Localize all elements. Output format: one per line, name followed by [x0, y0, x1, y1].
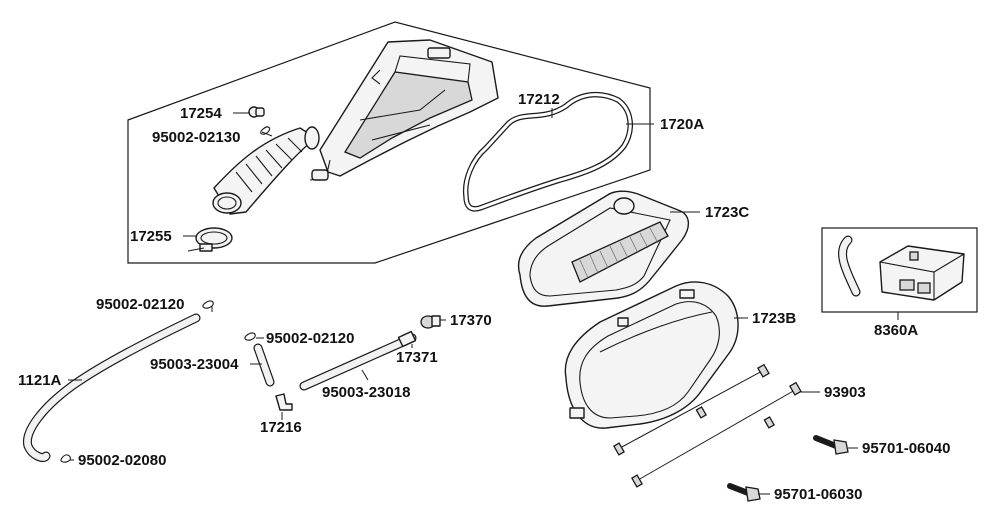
bolt-95701-06040	[813, 435, 849, 455]
joint-17371	[397, 330, 417, 348]
air-filter-element-1723C	[517, 190, 689, 307]
label-1723B: 1723B	[752, 310, 796, 327]
label-93903: 93903	[824, 384, 866, 401]
leader-lines	[68, 108, 899, 495]
label-17212: 17212	[518, 91, 560, 108]
label-17370: 17370	[450, 312, 492, 329]
hose-95003-23004	[253, 343, 275, 387]
duct-kit-8360A	[838, 235, 965, 301]
bolt-95701-06030	[727, 483, 761, 502]
case-assembly-frame	[127, 21, 651, 264]
label-17255: 17255	[130, 228, 172, 245]
label-95002-02130: 95002-02130	[152, 129, 240, 146]
screws-93903	[613, 363, 802, 488]
label-1720A: 1720A	[660, 116, 704, 133]
label-95003-23018: 95003-23018	[322, 384, 410, 401]
air-cleaner-cover-1723B	[564, 281, 739, 429]
label-95701-06040: 95701-06040	[862, 440, 950, 457]
cap-17370	[420, 315, 441, 329]
drain-hose-1121A	[22, 313, 201, 462]
band-clamp-17255	[187, 227, 233, 252]
intake-duct	[212, 126, 320, 215]
grommet-17254	[248, 106, 265, 118]
clip-95002-02130	[260, 126, 271, 135]
label-8360A: 8360A	[874, 322, 918, 339]
label-1723C: 1723C	[705, 204, 749, 221]
label-17254: 17254	[180, 105, 222, 122]
label-95002-02120-upper: 95002-02120	[96, 296, 184, 313]
clip-95002-02120-lower	[244, 332, 256, 341]
hose-95003-23018	[299, 333, 417, 391]
air-cleaner-case	[309, 39, 499, 181]
label-95003-23004: 95003-23004	[150, 356, 239, 373]
label-95701-06030: 95701-06030	[774, 486, 862, 503]
packing-gasket-17212	[462, 91, 633, 212]
clip-95002-02080	[60, 454, 71, 463]
label-17371: 17371	[396, 349, 438, 366]
inset-frame-8360A	[821, 227, 978, 313]
label-95002-02120-lower: 95002-02120	[266, 330, 354, 347]
label-95002-02080: 95002-02080	[78, 452, 166, 469]
label-17216: 17216	[260, 419, 302, 436]
elbow-17216	[275, 393, 293, 411]
label-1121A: 1121A	[18, 372, 62, 389]
